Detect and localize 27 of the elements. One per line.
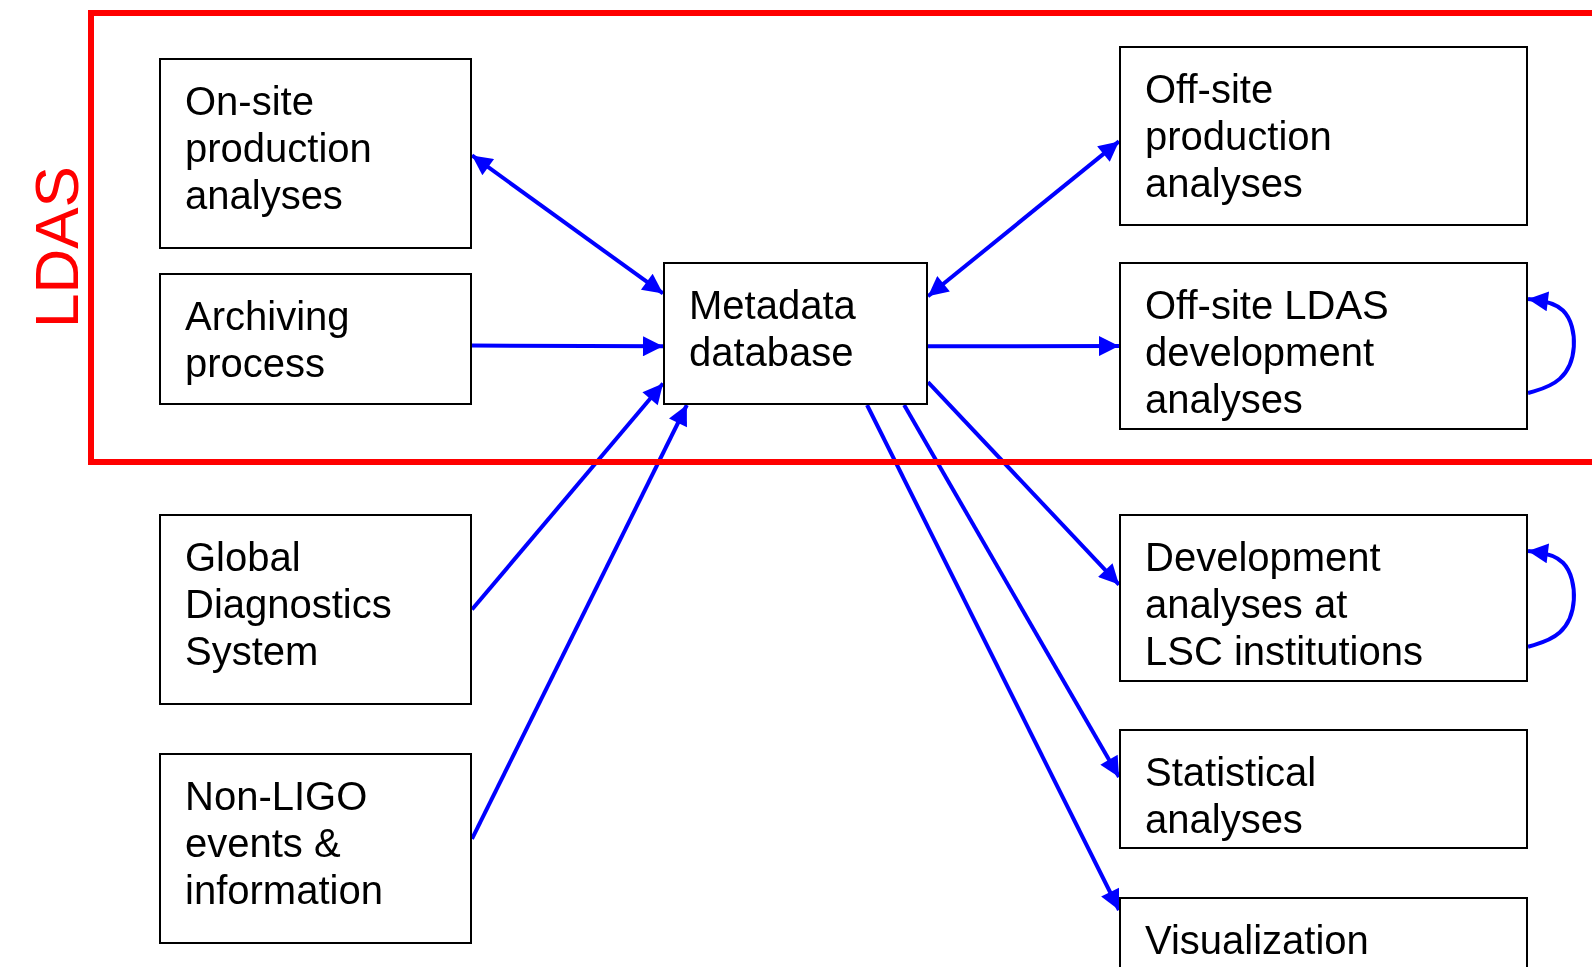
box-label: Statistical analyses — [1145, 749, 1318, 843]
process-box — [1119, 262, 1528, 430]
box-label: Off-site production analyses — [1145, 66, 1333, 207]
box-label: Metadata database — [689, 282, 857, 376]
arrow — [865, 404, 1121, 911]
process-box — [159, 753, 472, 944]
process-box — [1119, 897, 1528, 967]
arrow — [472, 336, 663, 357]
box-label: Archiving process — [185, 293, 351, 387]
arrow — [1527, 291, 1576, 395]
arrow — [928, 336, 1119, 357]
process-box — [1119, 46, 1528, 226]
box-label: Off-site LDAS development analyses — [1145, 282, 1390, 423]
arrow — [902, 404, 1121, 778]
box-label: Non-LIGO events & information — [185, 773, 384, 914]
process-box — [159, 514, 472, 705]
box-label: Development analyses at LSC institutions — [1145, 534, 1424, 675]
process-box — [1119, 514, 1528, 682]
process-box — [663, 262, 928, 405]
process-box — [159, 273, 472, 405]
box-label: On-site production analyses — [185, 78, 373, 219]
box-label: Visualization — [1145, 917, 1370, 964]
process-box — [1119, 729, 1528, 849]
box-label: Global Diagnostics System — [185, 534, 393, 675]
arrow — [1527, 543, 1576, 649]
process-box — [159, 58, 472, 249]
boundary-label: LDAS — [26, 166, 88, 328]
